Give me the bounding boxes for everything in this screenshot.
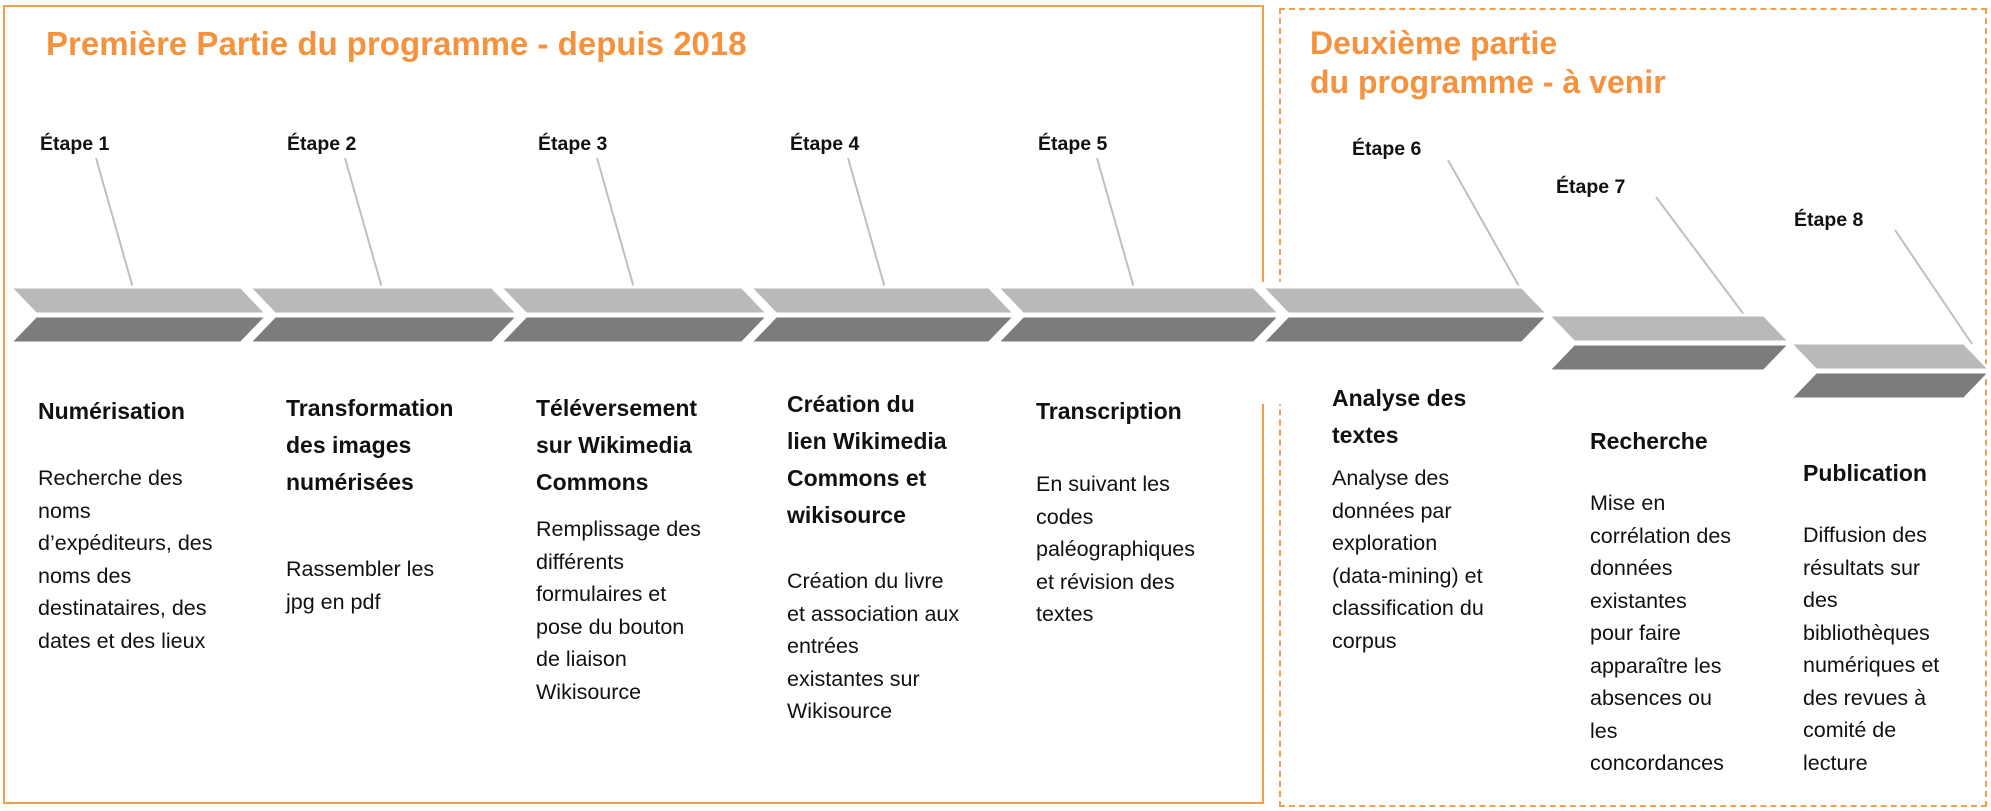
part1-panel (3, 5, 1264, 804)
step-label-1: Étape 1 (40, 133, 110, 155)
step-label-6: Étape 6 (1352, 138, 1422, 160)
step-column-1: Numérisation Recherche des noms d’expédi… (38, 393, 223, 657)
step-8-title: Publication (1803, 460, 1927, 486)
chevron-step-2 (245, 285, 522, 345)
chevron-step-5 (993, 285, 1284, 345)
step-label-3: Étape 3 (538, 133, 608, 155)
leader-line-step-8 (1894, 229, 1973, 345)
chevron-step-2-front-face (245, 314, 522, 345)
step-column-4: Création du lien Wikimedia Commons et wi… (787, 386, 987, 728)
part1-title: Première Partie du programme - depuis 20… (46, 25, 747, 62)
chevron-step-2-top-face (245, 285, 522, 316)
chevron-step-7 (1544, 313, 1794, 373)
chevron-step-3 (496, 285, 772, 345)
part2-title: Deuxième partie du programme - à venir (1310, 25, 1666, 100)
chevron-step-8-front-face (1786, 370, 1991, 401)
chevron-step-1 (6, 285, 271, 345)
step-column-8: Publication Diffusion des résultats sur … (1803, 455, 1978, 779)
leader-line-step-7 (1655, 196, 1746, 317)
leader-lines (95, 157, 1973, 345)
leader-line-step-5 (1096, 157, 1135, 289)
chevron-step-6 (1258, 285, 1552, 345)
leader-line-step-3 (596, 157, 635, 289)
step-4-title: Création du lien Wikimedia Commons et wi… (787, 391, 947, 528)
step-5-title: Transcription (1036, 398, 1182, 424)
step-label-2: Étape 2 (287, 133, 357, 155)
step-7-title: Recherche (1590, 428, 1708, 454)
step-label-5: Étape 5 (1038, 133, 1108, 155)
chevron-step-4-top-face (746, 285, 1019, 316)
chevron-step-8-top-face (1786, 341, 1991, 372)
chevron-step-6-front-face (1258, 314, 1552, 345)
step-7-description: Mise en corrélation des données existant… (1590, 491, 1732, 775)
step-6-description: Analyse des données par exploration (dat… (1332, 466, 1484, 653)
chevron-step-7-top-face (1544, 313, 1794, 344)
leader-line-step-2 (344, 157, 383, 289)
chevron-step-5-top-face (993, 285, 1284, 316)
step-2-title: Transformation des images numérisées (286, 395, 454, 495)
step-column-5: Transcription En suivant les codes paléo… (1036, 393, 1221, 631)
chevron-step-3-front-face (496, 314, 772, 345)
step-column-3: Téléversement sur Wikimedia Commons Remp… (536, 390, 731, 708)
step-3-title: Téléversement sur Wikimedia Commons (536, 395, 698, 495)
step-1-title: Numérisation (38, 398, 185, 424)
leader-line-step-1 (95, 157, 134, 289)
step-5-description: En suivant les codes paléographiques et … (1036, 472, 1195, 626)
step-label-4: Étape 4 (790, 133, 860, 155)
leader-line-step-4 (847, 157, 886, 289)
chevron-step-4-front-face (746, 314, 1019, 345)
step-column-7: Recherche Mise en corrélation des donnée… (1590, 423, 1780, 780)
step-8-description: Diffusion des résultats sur des biblioth… (1803, 523, 1940, 775)
chevron-step-8 (1786, 341, 1991, 401)
step-3-description: Remplissage des différents formulaires e… (536, 517, 701, 704)
chevron-step-7-front-face (1544, 342, 1794, 373)
step-6-title: Analyse des textes (1332, 385, 1467, 448)
chevron-step-5-front-face (993, 314, 1284, 345)
chevron-step-4 (746, 285, 1019, 345)
chevrons (6, 285, 1991, 401)
step-column-2: Transformation des images numérisées Ras… (286, 390, 481, 618)
part2-panel (1279, 8, 1987, 807)
step-2-description: Rassembler les jpg en pdf (286, 557, 435, 614)
step-1-description: Recherche des noms d’expéditeurs, des no… (38, 466, 213, 653)
step-4-description: Création du livre et association aux ent… (787, 569, 960, 723)
chevron-step-1-front-face (6, 314, 271, 345)
step-column-6: Analyse des textes Analyse des données p… (1332, 380, 1517, 657)
step-label-8: Étape 8 (1794, 209, 1864, 231)
chevron-step-3-top-face (496, 285, 772, 316)
leader-line-step-6 (1447, 159, 1521, 289)
chevron-step-1-top-face (6, 285, 271, 316)
chevron-step-6-top-face (1258, 285, 1552, 316)
step-label-7: Étape 7 (1556, 176, 1626, 198)
